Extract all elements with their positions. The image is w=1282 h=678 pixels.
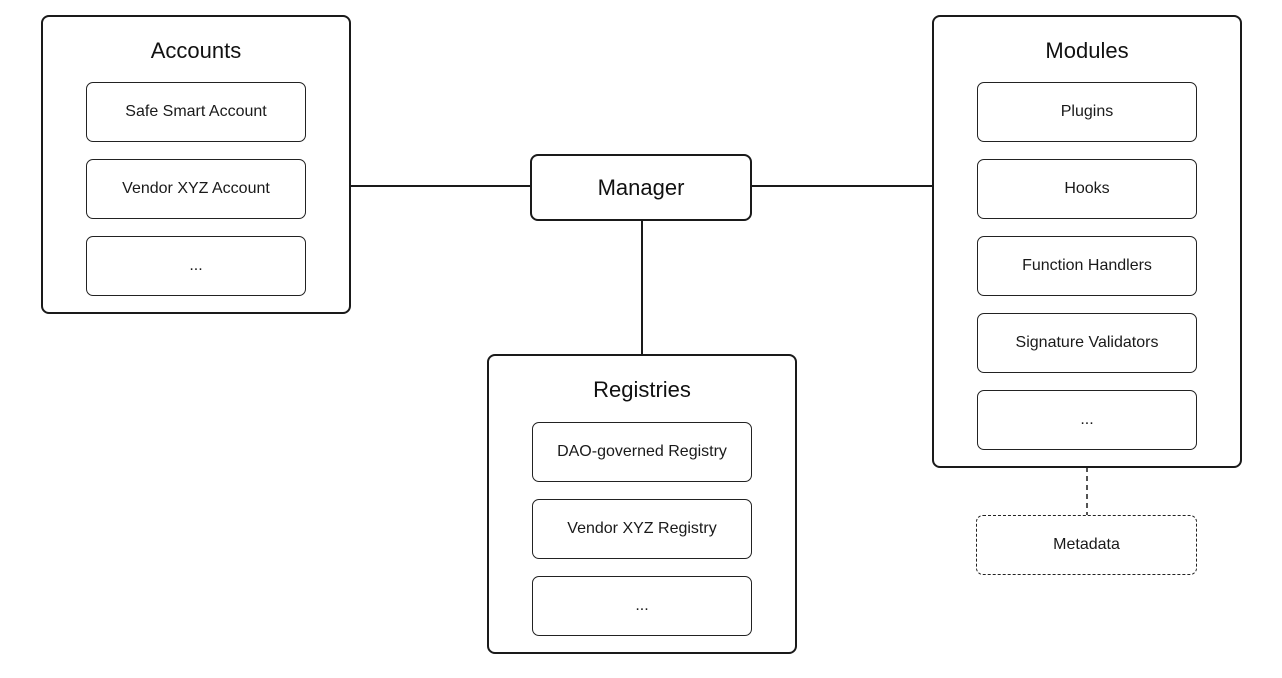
manager-node[interactable]: Manager — [530, 154, 752, 221]
registry-item-dao-governed[interactable]: DAO-governed Registry — [532, 422, 752, 482]
account-item-vendor-xyz-account[interactable]: Vendor XYZ Account — [86, 159, 306, 219]
module-item-function-handlers[interactable]: Function Handlers — [977, 236, 1197, 296]
registries-title: Registries — [593, 377, 691, 402]
module-item-hooks[interactable]: Hooks — [977, 159, 1197, 219]
registries-group: Registries DAO-governed Registry Vendor … — [487, 354, 797, 654]
modules-group: Modules Plugins Hooks Function Handlers … — [932, 15, 1242, 468]
accounts-title: Accounts — [150, 38, 242, 63]
registry-item-more[interactable]: ... — [532, 576, 752, 636]
metadata-node[interactable]: Metadata — [976, 515, 1197, 575]
account-item-safe-smart-account[interactable]: Safe Smart Account — [86, 82, 306, 142]
account-item-more[interactable]: ... — [86, 236, 306, 296]
modules-title: Modules — [1045, 38, 1129, 63]
registry-item-vendor-xyz[interactable]: Vendor XYZ Registry — [532, 499, 752, 559]
accounts-group: Accounts Safe Smart Account Vendor XYZ A… — [41, 15, 351, 314]
module-item-signature-validators[interactable]: Signature Validators — [977, 313, 1197, 373]
module-item-plugins[interactable]: Plugins — [977, 82, 1197, 142]
module-item-more[interactable]: ... — [977, 390, 1197, 450]
